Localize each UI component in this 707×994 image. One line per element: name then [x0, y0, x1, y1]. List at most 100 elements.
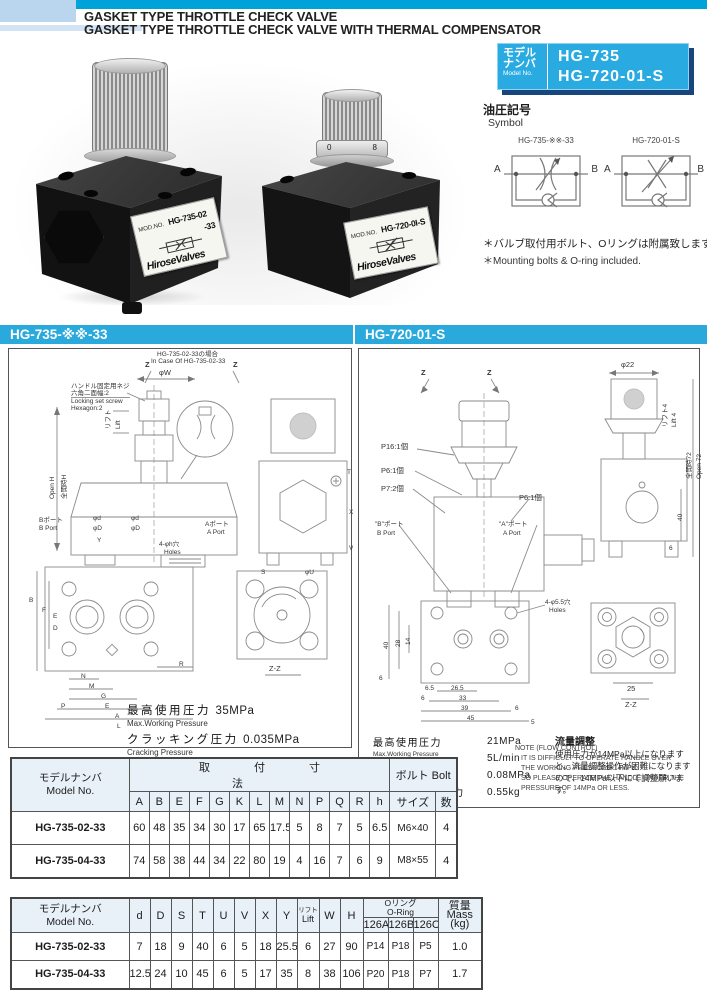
valve-photo-hg735: MOD.NO. HG-735-02 -33 HiroseValves	[28, 56, 233, 314]
t1-cell: 7	[329, 811, 351, 845]
model-label-jp2: ナンバ	[503, 58, 536, 70]
t1-cell: 30	[208, 811, 230, 845]
throttle-check-symbol	[504, 155, 588, 208]
t2-oring-cell: P18	[387, 960, 414, 989]
dim-open-jp: 全開時72	[686, 452, 693, 479]
valve-nameplate: MOD.NO. HG-735-02 -33 HiroseValves	[130, 197, 228, 277]
t2-oring-header: Oリング O-Ring	[362, 897, 439, 918]
dim-letter: L	[117, 723, 121, 730]
t1-cell: 38	[168, 844, 190, 878]
dim-phid: φd	[131, 515, 139, 522]
dim-phi22: φ22	[621, 360, 635, 369]
corner-strip	[0, 25, 142, 31]
t2-oring-cell: P14	[362, 932, 389, 961]
t2-cell: 9	[170, 932, 193, 961]
dim-phiD: φD	[131, 525, 140, 532]
flow-adjust-body: 使用圧力が14MPa以上になりますと、流量調整操作が困難になりますので、14MP…	[555, 749, 691, 795]
corner-block	[0, 0, 76, 22]
nameplate-symbol-icon	[159, 236, 203, 254]
symbol-fig-label: HG-735-※※-33	[518, 136, 574, 145]
t1-bolt-header: ボルト Bolt	[389, 757, 458, 792]
dim-letter: X	[349, 509, 354, 516]
t1-col: R	[349, 791, 371, 812]
table-row: HG-735-04-33 12.5 24 10 45 6 5 17 35 8 3…	[10, 960, 483, 989]
dim-lift-en: Lift	[115, 420, 122, 429]
valve-nameplate: MOD.NO. HG-720-0I-S HiroseValves	[343, 206, 439, 280]
model-value-2: HG-720-01-S	[558, 68, 665, 85]
t1-col: G	[208, 791, 230, 812]
t1-cell: 60	[128, 811, 150, 845]
t1-cell: 8	[308, 811, 331, 845]
t1-cell: 35	[168, 811, 190, 845]
nameplate-symbol-icon	[369, 237, 413, 254]
t2-oring-cell: P20	[362, 960, 389, 989]
flow-adjust-note: 流量調整 使用圧力が14MPa以上になりますと、流量調整操作が困難になりますので…	[555, 733, 695, 796]
valve-body	[254, 162, 446, 308]
t2-oring-col: 126A	[362, 917, 389, 933]
t2-mass-unit: (kg)	[450, 918, 470, 930]
dim-value: 33	[459, 695, 467, 702]
dim-value: 40	[383, 641, 390, 649]
t1-cell: 6	[349, 844, 371, 878]
valve-knob-cap	[324, 89, 380, 102]
t1-cell: 22	[228, 844, 250, 878]
t1-cell: 7	[329, 844, 351, 878]
spec-val: 0.55kg	[487, 787, 521, 798]
section-header-hg720: HG-720-01-S	[355, 325, 707, 344]
t2-oring-col: 126C	[412, 917, 439, 933]
dim-letter: φU	[305, 569, 314, 576]
t1-col: K	[228, 791, 250, 812]
t2-col: T	[191, 897, 214, 933]
t1-bolt-qty: 4	[435, 811, 458, 845]
t2-col: d	[128, 897, 151, 933]
flow-adjust-title: 流量調整	[555, 737, 595, 748]
detail-case-jp: HG-735-02-33の場合	[157, 351, 219, 358]
dim-y: Y	[97, 537, 102, 544]
t2-oring-jp: Oリング	[384, 898, 417, 908]
a-port-en: A Port	[503, 530, 521, 537]
dim-phiW: φW	[159, 368, 171, 377]
spec-jp: 最高使用圧力	[373, 738, 442, 749]
dim-lift-jp: リフト	[105, 409, 112, 430]
spec-cracking-jp: クラッキング圧力	[127, 734, 239, 746]
lock-screw-en1: Locking set screw	[71, 397, 130, 405]
spec-cracking-val: 0.035MPa	[243, 734, 300, 746]
section-header-hg735: HG-735-※※-33	[0, 325, 353, 344]
t1-col: Q	[329, 791, 351, 812]
spec-en: Max.Working Pressure	[373, 751, 439, 758]
t2-cell: 90	[339, 932, 364, 961]
dim-phiD: φD	[93, 525, 102, 532]
drawing-hg735: ハンドル固定用ネジ 六角二面幅:2 Locking set screw Hexa…	[8, 348, 354, 757]
t2-col: W	[318, 897, 341, 933]
dim-letter: D	[53, 625, 58, 632]
section-mark-z: Z	[233, 360, 238, 369]
b-port-en: B Port	[39, 525, 58, 532]
spec-maxpressure-val: 35MPa	[215, 705, 255, 717]
t1-model-header: モデルナンバ Model No.	[10, 757, 130, 812]
t2-oring-col: 126B	[387, 917, 414, 933]
dim-letter: B	[29, 597, 34, 604]
valve-knob	[92, 62, 168, 154]
t2-col: X	[254, 897, 277, 933]
dim-open-jp: 全開時H	[61, 474, 68, 499]
t1-col: M	[268, 791, 290, 812]
t2-cell: 6	[212, 960, 235, 989]
t1-col: A	[128, 791, 150, 812]
mounting-note-jp: ＊バルブ取付用ボルト、Oリングは附属致します。	[483, 238, 707, 250]
section-mark-z: Z	[421, 368, 426, 377]
a-port-jp: "A"ポート	[499, 521, 528, 528]
t1-cell: 19	[268, 844, 290, 878]
t2-cell: 6	[212, 932, 235, 961]
port-b-label: B	[591, 164, 598, 175]
dim-letter: T	[347, 469, 351, 476]
section-mark-z: Z	[487, 368, 492, 377]
zz-view-label: Z-Z	[269, 664, 281, 673]
valve-photo-hg720: 0 8 MOD.NO. HG-720-0I-S HiroseValves	[252, 89, 447, 310]
model-label-jp1: モデル	[503, 47, 536, 59]
lock-screw-en2: Hexagon:2	[71, 405, 103, 412]
hex-plug	[44, 210, 104, 264]
bolt-hole	[158, 192, 172, 199]
spec-maxpressure-jp: 最高使用圧力	[127, 705, 211, 717]
dial-mark: 8	[372, 143, 377, 152]
